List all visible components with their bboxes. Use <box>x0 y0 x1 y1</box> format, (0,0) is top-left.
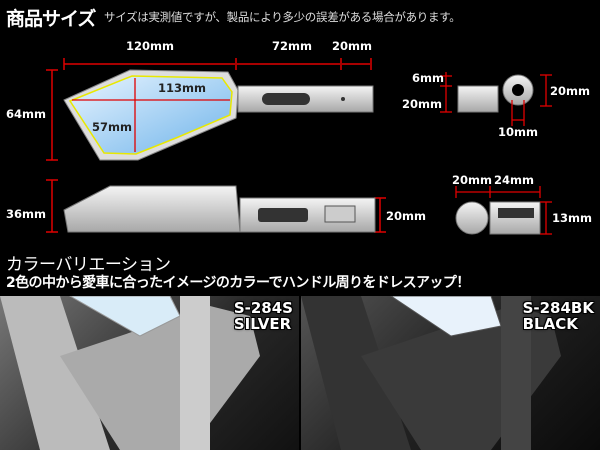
silver-label: S-284S SILVER <box>234 300 293 332</box>
silver-color: SILVER <box>233 315 292 333</box>
black-mirror-image <box>301 296 561 450</box>
dimension-diagram: 113mm 57mm 120mm 72mm 20mm 64mm 36mm 20m… <box>6 39 592 235</box>
end-detail-side <box>455 186 552 235</box>
offset-label: 6mm <box>412 71 444 85</box>
height-label: 64mm <box>6 107 46 121</box>
width-mirror-label: 120mm <box>126 39 174 53</box>
width-end-label: 20mm <box>332 39 372 53</box>
mirror-side-view <box>63 185 376 233</box>
mirror-top-view: 113mm 57mm <box>63 69 374 161</box>
hole-label: 10mm <box>498 125 538 139</box>
detail-height-label: 20mm <box>402 97 442 111</box>
silver-code: S-284S <box>233 299 293 317</box>
black-label: S-284BK BLACK <box>523 300 594 332</box>
black-color: BLACK <box>522 315 578 333</box>
top-dimension-lines <box>46 58 386 233</box>
side-height-label: 13mm <box>552 211 592 225</box>
photo-silver: S-284S SILVER <box>0 296 299 450</box>
width-arm-label: 72mm <box>272 39 312 53</box>
size-disclaimer: サイズは実測値ですが、製品により多少の誤差がある場合があります。 <box>104 10 461 24</box>
variations-subtitle: 2色の中から愛車に合ったイメージのカラーでハンドル周りをドレスアップ！ <box>6 275 470 291</box>
side-right-label: 24mm <box>494 173 534 187</box>
end-detail-top <box>440 72 552 126</box>
photo-black: S-284BK BLACK <box>301 296 600 450</box>
mirror-width-label: 113mm <box>158 81 206 95</box>
variations-title: カラーバリエーション <box>6 255 171 275</box>
arm-height-label: 20mm <box>386 209 426 223</box>
mirror-height-label: 57mm <box>92 120 132 134</box>
silver-mirror-image <box>0 296 260 450</box>
detail-width-label: 20mm <box>550 84 590 98</box>
thickness-label: 36mm <box>6 207 46 221</box>
black-code: S-284BK <box>522 299 594 317</box>
page-title: 商品サイズ <box>6 8 96 30</box>
side-left-label: 20mm <box>452 173 492 187</box>
